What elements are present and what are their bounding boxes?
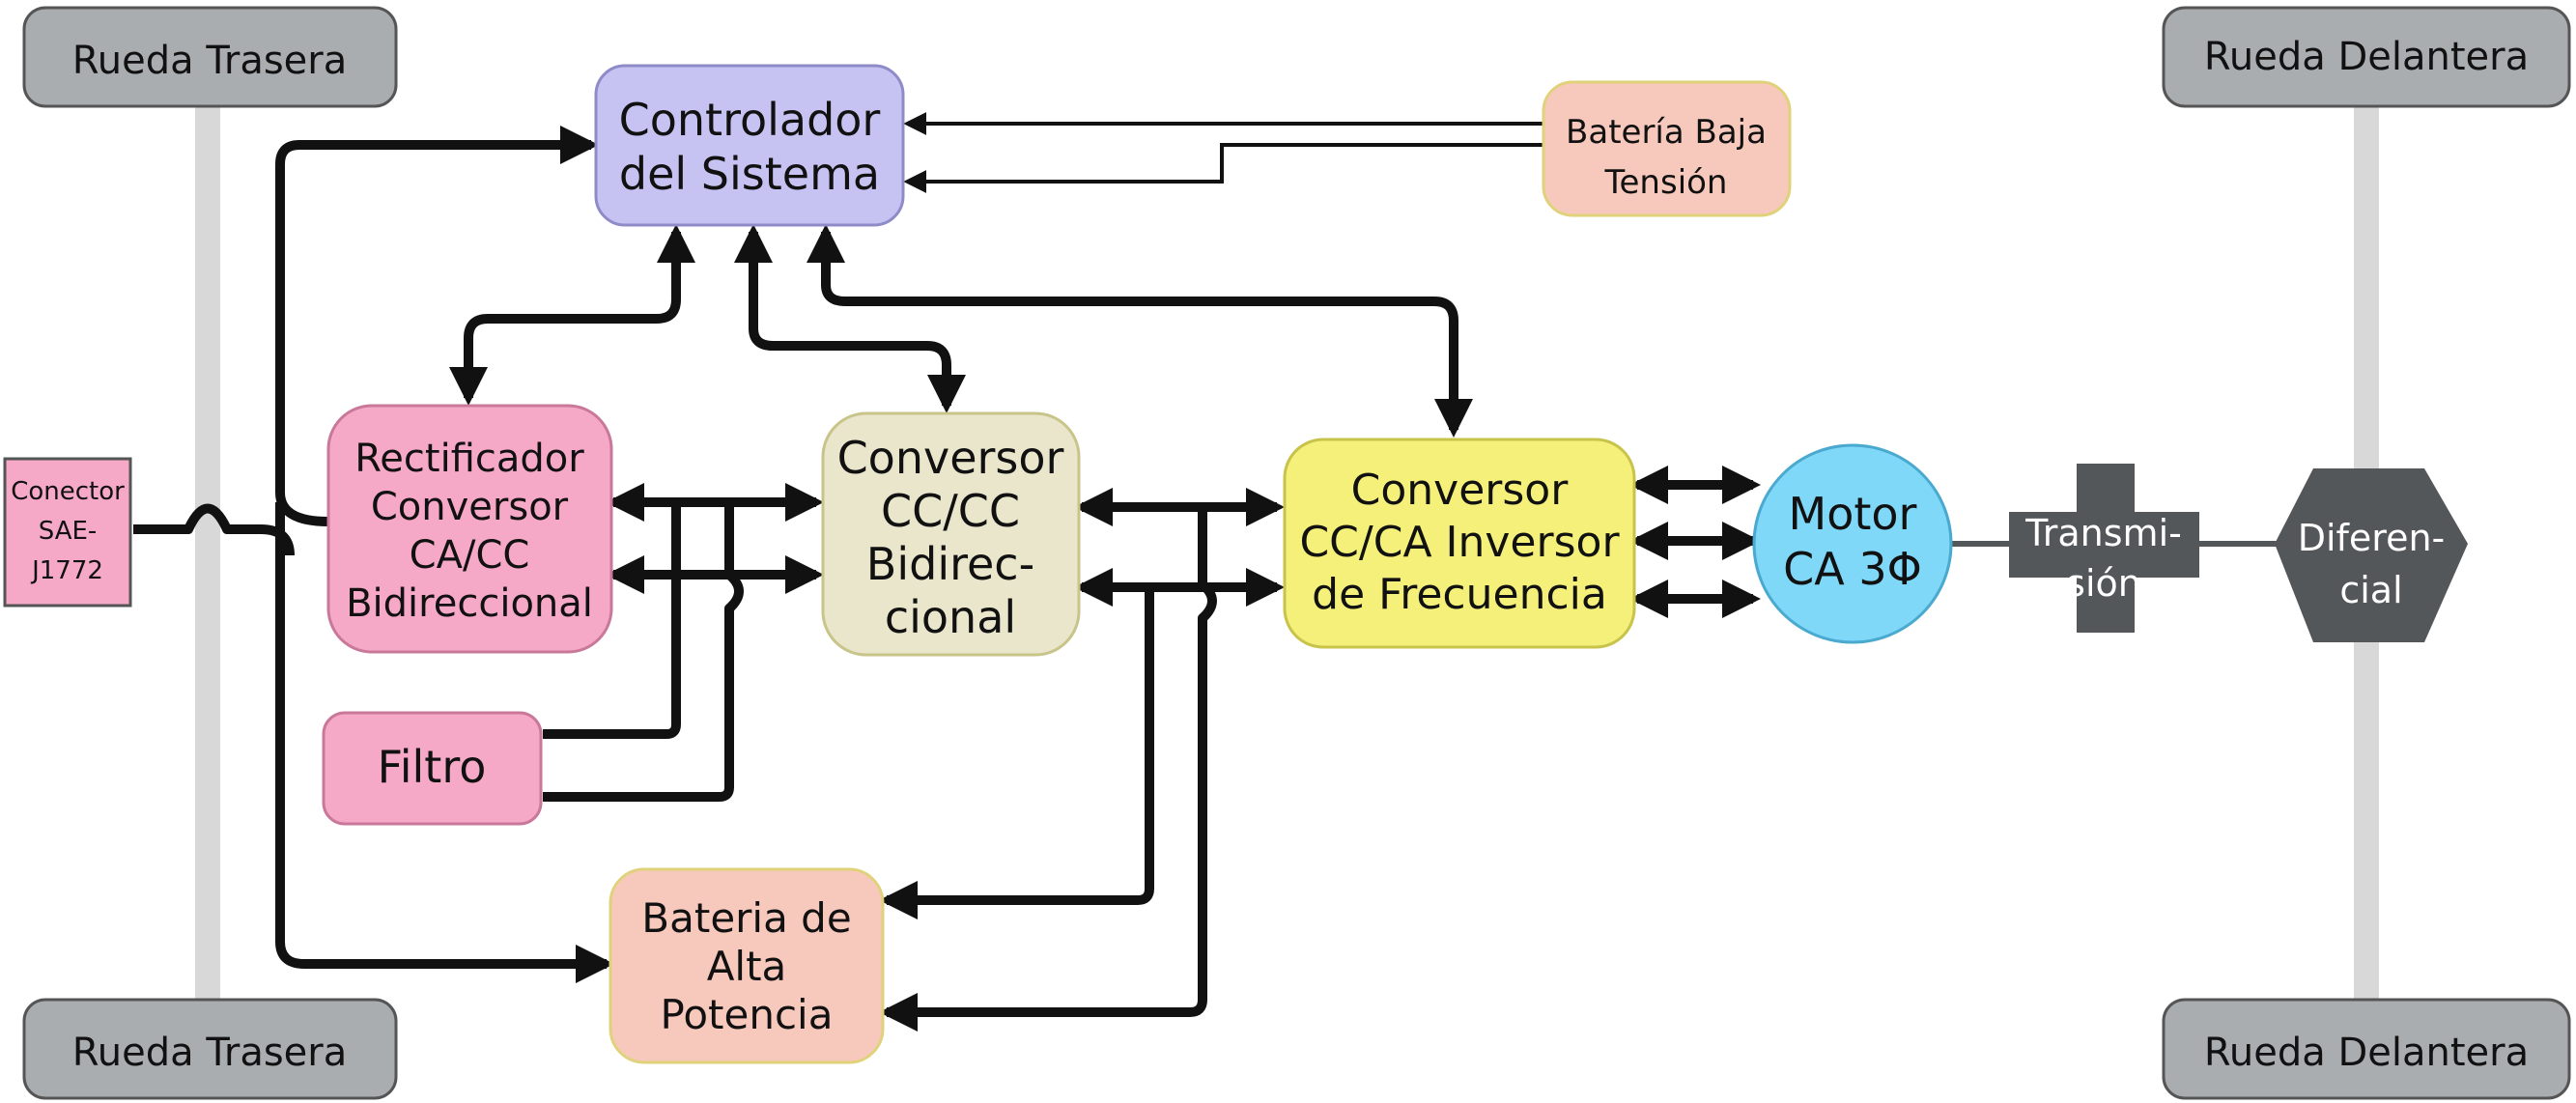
- high-battery-block: Bateria de Alta Potencia: [609, 867, 885, 1064]
- rectifier-label-4: Bidireccional: [346, 581, 593, 626]
- dcdc-block: Conversor CC/CC Bidirec- cional: [821, 411, 1081, 657]
- inverter-block: Conversor CC/CA Inversor de Frecuencia: [1283, 438, 1636, 649]
- differential-label-1: Diferen-: [2298, 517, 2446, 559]
- connections: [133, 126, 1761, 1032]
- rectifier-label-2: Conversor: [371, 485, 569, 529]
- connector-label-3: J1772: [30, 556, 103, 585]
- bus-high-battery-upper: [879, 587, 1154, 919]
- wheel-front-top-label: Rueda Delantera: [2204, 35, 2529, 79]
- filter-block: Filtro: [322, 711, 543, 826]
- controller-inverter-line: [807, 224, 1473, 438]
- wheel-front-bottom-label: Rueda Delantera: [2204, 1031, 2529, 1075]
- motor-label-2: CA 3Φ: [1783, 543, 1922, 595]
- connector-label-2: SAE-: [39, 517, 98, 546]
- motor-label-1: Motor: [1789, 488, 1917, 540]
- high-battery-label-2: Alta: [707, 943, 787, 990]
- rectifier-block: Rectificador Conversor CA/CC Bidireccion…: [326, 404, 613, 654]
- wheel-front-top: Rueda Delantera: [2162, 6, 2571, 108]
- differential-block: Diferen- cial: [2275, 468, 2468, 642]
- inverter-label-2: CC/CA Inversor: [1299, 518, 1620, 567]
- connector-to-rectifier-line: [133, 503, 295, 556]
- transmission-block: Transmi- sión: [2009, 464, 2199, 633]
- rectifier-label-1: Rectificador: [354, 437, 584, 481]
- inverter-label-1: Conversor: [1351, 466, 1570, 515]
- wheel-front-bottom: Rueda Delantera: [2162, 998, 2571, 1100]
- connector-label-1: Conector: [11, 477, 125, 506]
- dcdc-label-1: Conversor: [837, 432, 1064, 484]
- transmission-label-2: sión: [2066, 562, 2141, 605]
- dcdc-label-3: Bidirec-: [866, 538, 1034, 590]
- connector-block: Conector SAE- J1772: [3, 457, 132, 608]
- high-battery-label-1: Bateria de: [641, 894, 851, 942]
- bus-high-battery-lower: [879, 507, 1217, 1032]
- wheel-rear-top-label: Rueda Trasera: [72, 39, 348, 83]
- inverter-label-3: de Frecuencia: [1312, 570, 1607, 619]
- wheel-rear-top: Rueda Trasera: [22, 6, 398, 108]
- rectifier-label-3: CA/CC: [410, 533, 530, 578]
- dcdc-label-4: cional: [885, 591, 1016, 643]
- motor-block: Motor CA 3Φ: [1752, 443, 1953, 644]
- rear-axle: [195, 92, 220, 1019]
- controller-dcdc-line: [734, 224, 966, 413]
- high-battery-label-3: Potencia: [661, 991, 834, 1038]
- controller-rectifier-line: [449, 224, 695, 406]
- controller-block: Controlador del Sistema: [594, 64, 905, 227]
- low-battery-block: Batería Baja Tensión: [1542, 80, 1792, 217]
- filter-line-upper: [543, 507, 681, 739]
- controller-label-1: Controlador: [619, 94, 881, 146]
- wheel-rear-bottom-label: Rueda Trasera: [72, 1031, 348, 1075]
- transmission-label-1: Transmi-: [2024, 512, 2182, 554]
- low-battery-line-lower: [903, 143, 1543, 193]
- dcdc-label-2: CC/CC: [881, 485, 1020, 537]
- bus-to-controller-line: [275, 126, 599, 526]
- wheel-rear-bottom: Rueda Trasera: [22, 998, 398, 1100]
- low-battery-connections: [903, 112, 1543, 193]
- filter-line-lower: [543, 507, 744, 802]
- filter-label: Filtro: [378, 741, 487, 793]
- low-battery-label-2: Tensión: [1604, 163, 1728, 202]
- bus-to-high-battery-line: [275, 502, 614, 983]
- low-battery-label-1: Batería Baja: [1566, 113, 1767, 152]
- differential-label-2: cial: [2339, 569, 2402, 611]
- controller-label-2: del Sistema: [619, 148, 880, 200]
